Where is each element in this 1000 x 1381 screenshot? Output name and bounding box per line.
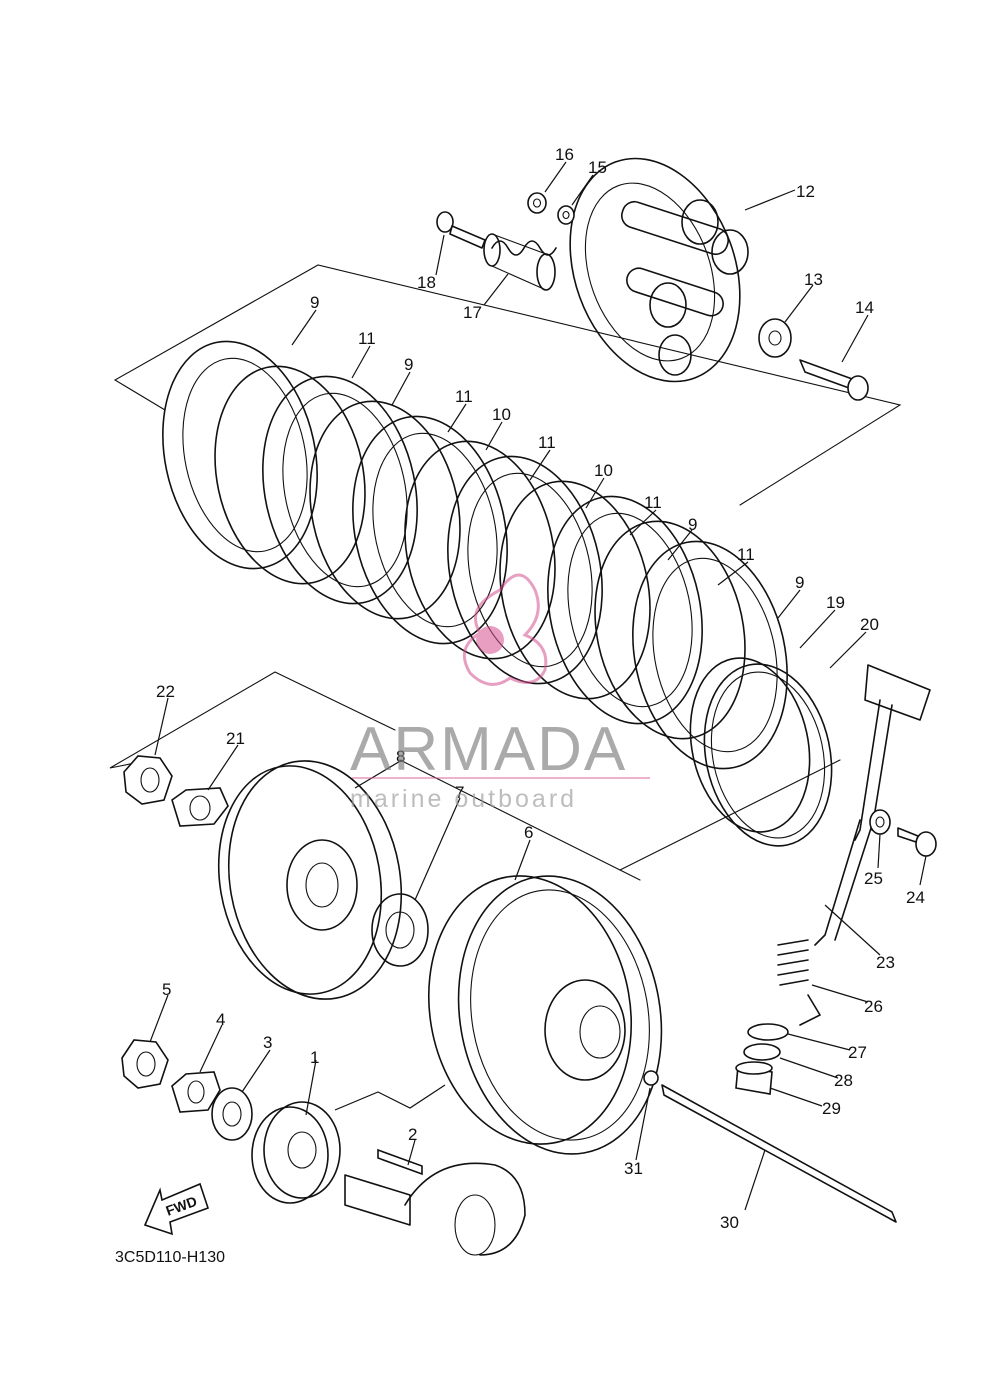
callout-6: 6	[524, 823, 533, 842]
clutch-plate-stack	[162, 340, 788, 770]
watermark-brand: ARMADA	[350, 715, 627, 784]
cushion-spring-20	[703, 663, 833, 847]
callout-11b: 11	[455, 387, 473, 406]
callout-23: 23	[876, 953, 895, 972]
return-spring-26	[777, 939, 821, 1026]
callout-22: 22	[156, 682, 175, 701]
callout-25: 25	[864, 869, 883, 888]
primary-driven-gear	[217, 760, 403, 1000]
callout-26: 26	[864, 997, 883, 1016]
callout-28: 28	[834, 1071, 853, 1090]
push-lever-shaft	[814, 664, 931, 946]
oil-seal-28	[743, 1043, 781, 1061]
push-rod-bearing	[758, 318, 792, 358]
bolt-18	[436, 211, 486, 249]
push-rod-pin	[799, 359, 869, 401]
callout-5: 5	[162, 980, 171, 999]
watermark-logo-icon	[462, 573, 548, 686]
callout-27: 27	[848, 1043, 867, 1062]
bolt-24	[897, 827, 937, 857]
nut-5	[121, 1039, 169, 1089]
callout-24: 24	[906, 888, 925, 907]
callout-13: 13	[804, 270, 823, 289]
hub-group-bracket-right	[399, 759, 641, 881]
bearing-29	[735, 1061, 773, 1095]
callout-8: 8	[396, 747, 405, 766]
washer-15	[557, 205, 575, 225]
callout-9c: 9	[688, 515, 697, 534]
callout-18: 18	[417, 273, 436, 292]
primary-drive-gear	[251, 1101, 341, 1204]
crankshaft	[344, 1162, 526, 1256]
callout-15: 15	[588, 158, 607, 177]
push-rod-30	[661, 1084, 897, 1223]
drawing-code: 3C5D110-H130	[115, 1249, 225, 1266]
callout-30: 30	[720, 1213, 739, 1232]
callout-19: 19	[826, 593, 845, 612]
callout-29: 29	[822, 1099, 841, 1118]
callout-11c: 11	[538, 433, 556, 452]
callout-9a: 9	[310, 293, 319, 312]
washer-27	[747, 1023, 789, 1041]
washer-25	[869, 809, 891, 835]
watermark-tagline: marine outboard	[350, 785, 577, 813]
callout-11a: 11	[358, 329, 376, 348]
callout-31: 31	[624, 1159, 643, 1178]
watermark: ARMADA marine outboard	[350, 573, 650, 813]
washer-3	[211, 1087, 253, 1141]
pressure-plate	[569, 157, 749, 383]
lock-washer-4	[171, 1071, 221, 1113]
nut-22	[123, 755, 173, 805]
callout-11e: 11	[737, 545, 755, 564]
key-2	[377, 1148, 423, 1176]
callout-14: 14	[855, 298, 874, 317]
plate-group-bracket-lower	[619, 759, 841, 871]
lock-washer-21	[171, 787, 229, 827]
clutch-spring-17	[483, 233, 557, 291]
callout-16: 16	[555, 145, 574, 164]
leader-lines	[149, 161, 927, 1211]
nut-16	[527, 192, 547, 214]
callouts: 1 2 3 4 5 6 7 8 9 9 9 9 10 10 11 11 11 1…	[156, 145, 925, 1232]
callout-10b: 10	[594, 461, 613, 480]
callout-9d: 9	[795, 573, 804, 592]
callout-9b: 9	[404, 355, 413, 374]
callout-17: 17	[463, 303, 482, 322]
ball-31	[643, 1070, 659, 1086]
callout-2: 2	[408, 1125, 417, 1144]
thrust-plate-7	[371, 893, 429, 967]
plate-group-bracket	[113, 264, 902, 506]
callout-4: 4	[216, 1010, 225, 1029]
callout-1: 1	[310, 1048, 319, 1067]
fwd-arrow-icon: FWD	[143, 1182, 210, 1236]
callout-20: 20	[860, 615, 879, 634]
callout-21: 21	[226, 729, 245, 748]
callout-3: 3	[263, 1033, 272, 1052]
clutch-housing	[427, 875, 663, 1155]
seat-plate-19	[689, 657, 811, 833]
callout-12: 12	[796, 182, 815, 201]
callout-7: 7	[455, 783, 464, 802]
callout-11d: 11	[644, 493, 662, 512]
callout-10a: 10	[492, 405, 511, 424]
